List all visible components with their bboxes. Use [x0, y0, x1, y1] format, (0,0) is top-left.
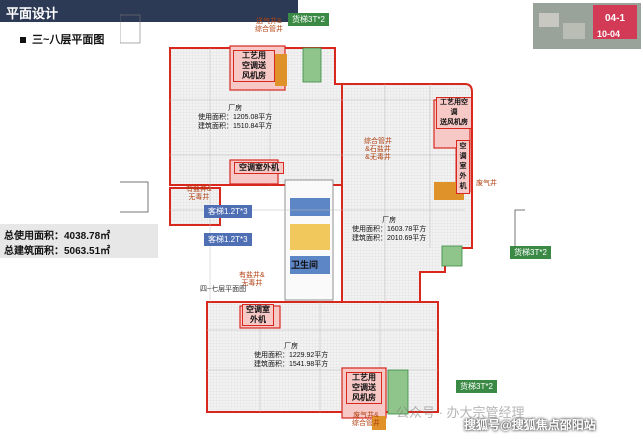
top-ventilation-room: 工艺用 空调送 风机房 — [233, 50, 275, 82]
page-header: 平面设计 — [0, 0, 298, 22]
total-build-area: 总建筑面积：5063.51㎡ — [4, 246, 111, 257]
site-highlight — [593, 5, 637, 39]
shaft-note-left: 有盐井& 无毒井 — [186, 186, 212, 201]
freight-elevator-right-tag: 货梯3T*2 — [510, 246, 551, 259]
shaft-note-right: 综合管井 &石盐井 &无毒井 — [364, 138, 392, 161]
bottom-ventilation-room: 工艺用 空调送 风机房 — [346, 372, 382, 404]
ac-outdoor-unit-2: 空调室 外机 — [242, 304, 274, 326]
total-use-area: 总使用面积：4038.78㎡ — [4, 231, 111, 242]
shaft-note-top: 送气井& 综合管井 — [255, 18, 283, 33]
watermark-brand: 搜狐号@搜狐焦点邵阳站 — [464, 418, 596, 432]
exhaust-note-right: 废气井 — [476, 180, 497, 187]
exhaust-note-bottom: 废气井& 综合管井 — [352, 412, 380, 427]
right-ventilation-room: 工艺用空调 送风机房 — [436, 97, 472, 129]
floor-plan-drawing — [120, 14, 525, 430]
floor-cut-note: 四~七层平面图 — [200, 286, 247, 293]
thumbnail-label-bottom: 10-04 — [597, 29, 621, 39]
ac-outdoor-unit-3: 空调室外机 — [456, 140, 470, 194]
plan-subtitle: 三~八层平面图 — [20, 31, 104, 47]
room-north-west: 厂房 使用面积：1205.08平方 建筑面积：1510.84平方 — [198, 105, 273, 130]
room-east: 厂房 使用面积：1603.78平方 建筑面积：2010.69平方 — [352, 217, 427, 242]
freight-elevator-bottom-tag: 货梯3T*2 — [456, 380, 497, 393]
passenger-elevator-tag-1: 客梯1.2T*3 — [204, 205, 252, 218]
bullet-icon — [20, 37, 26, 44]
restroom-label: 卫生间 — [291, 260, 319, 270]
page-title: 平面设计 — [6, 6, 59, 21]
freight-elevator-top-tag: 货梯3T*2 — [288, 13, 329, 26]
ac-outdoor-unit-1: 空调室外机 — [234, 162, 284, 174]
shaft-note-mid: 有盐井& 无毒井 — [239, 272, 265, 287]
watermark-faint: 公众号 · 办大宗管经理 — [396, 405, 525, 420]
site-thumbnail: 04-1 10-04 — [533, 3, 641, 49]
room-south: 厂房 使用面积：1229.92平方 建筑面积：1541.98平方 — [254, 343, 329, 368]
thumbnail-label-top: 04-1 — [605, 13, 626, 24]
area-summary-box: 总使用面积：4038.78㎡ 总建筑面积：5063.51㎡ — [0, 224, 158, 258]
passenger-elevator-tag-2: 客梯1.2T*3 — [204, 233, 252, 246]
